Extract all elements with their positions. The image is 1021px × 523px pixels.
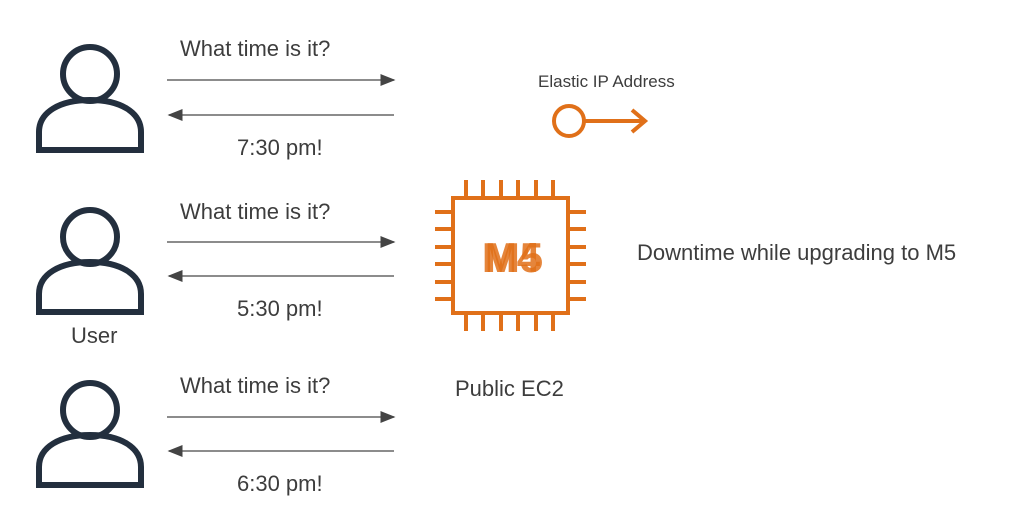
user-label: User xyxy=(71,323,118,348)
answer-label-3: 6:30 pm! xyxy=(237,471,323,496)
question-label-1: What time is it? xyxy=(180,36,331,61)
question-label-3: What time is it? xyxy=(180,373,331,398)
chip-overlay-text-b: M5 xyxy=(485,234,543,281)
elastic-ip-icon xyxy=(552,104,649,138)
user-icon-1 xyxy=(36,44,144,153)
downtime-note: Downtime while upgrading to M5 xyxy=(637,240,957,265)
ec2-caption: Public EC2 xyxy=(455,376,564,401)
ec2-chip-icon xyxy=(435,180,586,331)
answer-label-2: 5:30 pm! xyxy=(237,296,323,321)
user-icon-3 xyxy=(36,380,144,488)
user-icon-2 xyxy=(36,207,144,315)
chip-overlay-text-a: M4 xyxy=(482,234,541,281)
answer-label-1: 7:30 pm! xyxy=(237,135,323,160)
elastic-ip-label: Elastic IP Address xyxy=(538,72,675,91)
question-label-2: What time is it? xyxy=(180,199,331,224)
